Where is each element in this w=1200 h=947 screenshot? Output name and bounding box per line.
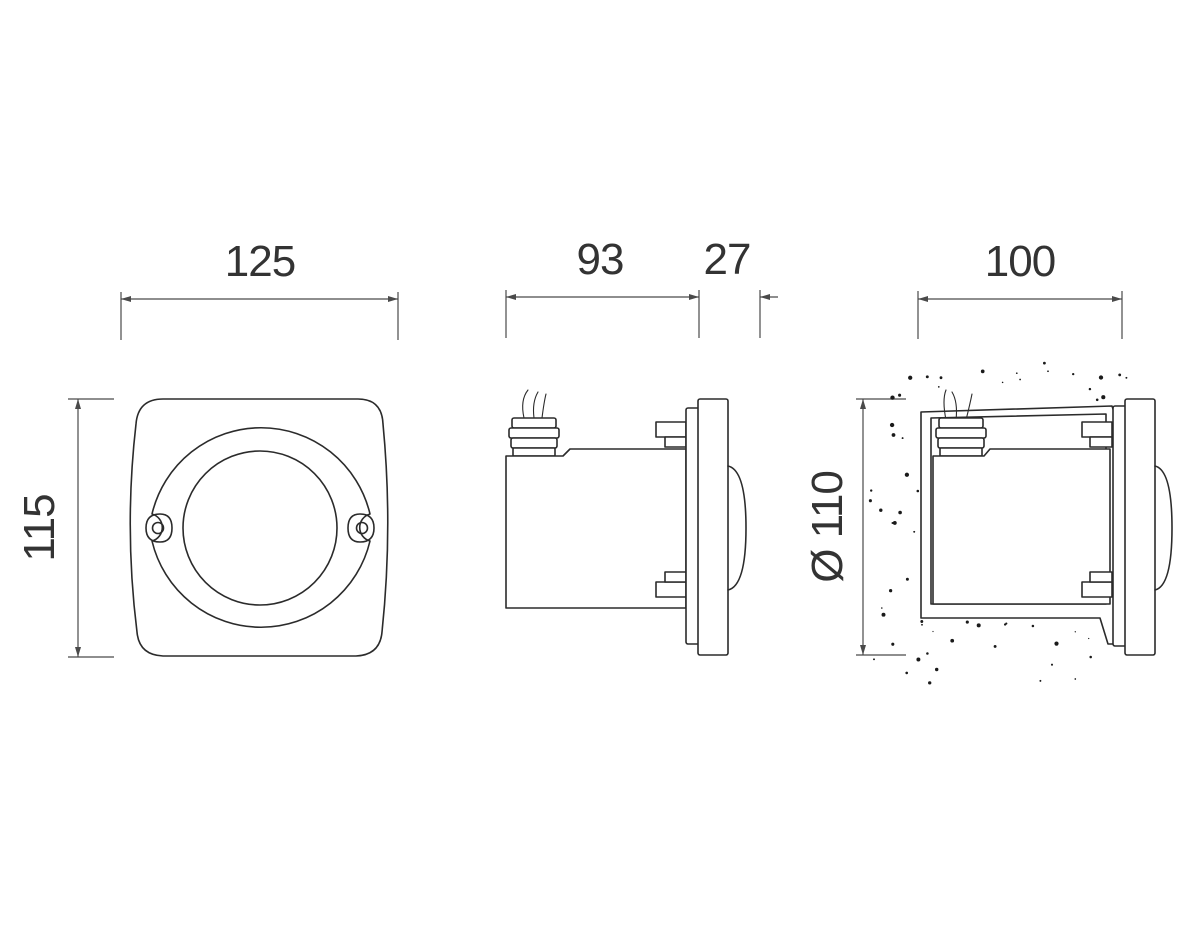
flange-front: [697, 398, 729, 656]
flange-front: [1124, 398, 1156, 656]
concrete-speck: [904, 472, 910, 477]
cable-wire: [532, 391, 539, 419]
dimension-width-125: 125: [120, 237, 399, 340]
concrete-speck: [1019, 378, 1021, 381]
cable-wire: [541, 393, 547, 419]
dimension-depth-93: 93: [505, 235, 700, 338]
concrete-texture: [868, 361, 1128, 685]
lens-dome: [727, 465, 747, 591]
faceplate-outline: [129, 398, 389, 657]
concrete-speck: [976, 623, 981, 628]
concrete-speck: [891, 521, 894, 525]
concrete-speck: [1088, 387, 1092, 391]
concrete-speck: [980, 369, 985, 374]
cable-wire: [965, 393, 973, 421]
dimension-label-body-depth: 93: [577, 235, 624, 284]
concrete-speck: [905, 671, 909, 675]
concrete-speck: [1088, 637, 1090, 640]
cable-gland: [935, 417, 987, 457]
concrete-speck: [939, 376, 943, 380]
concrete-speck: [1003, 623, 1007, 626]
concrete-speck: [950, 638, 955, 643]
dimension-label-installed-width: 100: [985, 237, 1055, 286]
concrete-speck: [888, 589, 893, 593]
concrete-speck: [928, 681, 932, 685]
concrete-speck: [926, 652, 929, 655]
concrete-speck: [1050, 663, 1054, 666]
concrete-speck: [1054, 641, 1059, 646]
dimension-label-flange-depth: 27: [704, 235, 751, 284]
concrete-speck: [891, 433, 896, 437]
mounting-clip-bottom: [1081, 581, 1113, 598]
concrete-speck: [880, 607, 883, 609]
concrete-speck: [1031, 624, 1035, 628]
housing-body: [932, 448, 1111, 605]
concrete-speck: [891, 642, 895, 646]
cable-wire: [943, 389, 947, 421]
dimension-height-115: 115: [15, 398, 114, 658]
dimension-label-width: 125: [225, 237, 295, 286]
concrete-speck: [1095, 398, 1099, 402]
concrete-speck: [898, 510, 902, 515]
screw-hole-left: [145, 513, 173, 543]
mounting-clip-bottom: [655, 581, 687, 598]
dimension-width-100: 100: [917, 237, 1123, 339]
dimension-diameter-110: Ø 110: [803, 398, 906, 656]
concrete-speck: [1089, 655, 1092, 659]
concrete-speck: [879, 508, 883, 512]
concrete-speck: [920, 620, 924, 623]
concrete-speck: [1074, 631, 1076, 633]
concrete-speck: [934, 667, 939, 672]
concrete-speck: [905, 577, 909, 581]
concrete-speck: [908, 375, 913, 380]
installed-view: 100 Ø 110: [803, 237, 1173, 685]
concrete-speck: [1074, 678, 1077, 680]
concrete-speck: [1125, 376, 1128, 379]
concrete-speck: [898, 393, 902, 397]
concrete-speck: [1039, 679, 1042, 682]
concrete-speck: [1098, 375, 1104, 380]
faceplate-ring: [151, 427, 371, 628]
cable-wire: [522, 389, 529, 419]
mounting-clip-top: [1081, 421, 1113, 438]
concrete-speck: [1001, 381, 1004, 384]
concrete-speck: [913, 530, 916, 533]
concrete-speck: [868, 499, 872, 503]
concrete-speck: [1072, 372, 1075, 376]
concrete-speck: [1015, 372, 1018, 375]
concrete-speck: [892, 520, 897, 525]
concrete-speck: [925, 375, 929, 379]
concrete-speck: [1101, 395, 1106, 400]
concrete-speck: [890, 395, 895, 400]
concrete-speck: [965, 620, 969, 624]
lens-outline: [182, 450, 338, 606]
concrete-speck: [937, 386, 940, 388]
dimension-label-diameter: Ø 110: [803, 471, 852, 583]
concrete-speck: [1043, 361, 1046, 365]
concrete-speck: [921, 623, 923, 626]
lens-dome: [1154, 465, 1173, 591]
screw-hole-right: [347, 513, 375, 543]
concrete-speck: [993, 644, 997, 648]
concrete-speck: [916, 657, 921, 662]
side-view: 93 27: [505, 235, 778, 656]
concrete-speck: [1118, 373, 1122, 377]
cable-gland: [508, 417, 560, 457]
concrete-speck: [870, 489, 873, 492]
front-view: 125 115: [15, 237, 399, 658]
concrete-speck: [889, 422, 895, 428]
concrete-speck: [881, 612, 886, 617]
concrete-speck: [901, 437, 904, 440]
mounting-clip-top: [655, 421, 687, 438]
dimension-depth-27: 27: [704, 235, 778, 338]
dimension-label-height: 115: [15, 494, 64, 561]
concrete-speck: [1047, 370, 1049, 373]
concrete-speck: [916, 489, 920, 493]
concrete-speck: [932, 630, 934, 633]
concrete-speck: [873, 658, 875, 661]
cable-wire: [951, 391, 958, 421]
